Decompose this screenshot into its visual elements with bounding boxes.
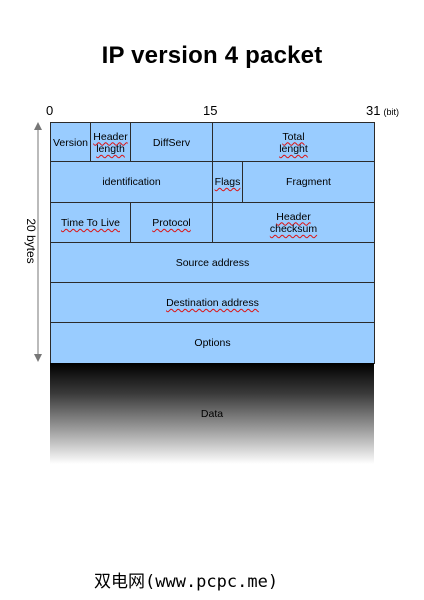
bit-label-end: 31 xyxy=(366,103,381,118)
bit-label-middle: 15 xyxy=(203,103,218,118)
diagram-title: IP version 4 packet xyxy=(101,42,323,69)
field-total-length: Total lenght xyxy=(212,122,375,164)
field-destination-address-label: Destination address xyxy=(166,296,259,309)
field-diffserv-label: DiffServ xyxy=(152,136,191,149)
field-source-address: Source address xyxy=(50,242,375,284)
field-options: Options xyxy=(50,322,375,364)
field-identification: identification xyxy=(50,161,213,203)
field-destination-address: Destination address xyxy=(50,282,375,324)
field-time-to-live-label: Time To Live xyxy=(61,216,120,229)
field-options-label: Options xyxy=(194,336,231,349)
field-version: Version xyxy=(50,122,91,164)
field-header-checksum-label: Header checksum xyxy=(269,210,318,236)
field-flags-label: Flags xyxy=(214,175,241,188)
field-version-label: Version xyxy=(52,136,89,149)
field-header-checksum: Header checksum xyxy=(212,202,375,244)
field-header-length: Header length xyxy=(90,122,131,164)
field-header-length-label: Header length xyxy=(93,130,128,156)
field-protocol: Protocol xyxy=(130,202,213,244)
field-diffserv: DiffServ xyxy=(130,122,213,164)
field-flags: Flags xyxy=(212,161,243,203)
bit-label-start: 0 xyxy=(46,103,54,118)
field-fragment: Fragment xyxy=(242,161,375,203)
bit-label-end-group: 31(bit) xyxy=(366,103,399,118)
size-arrow xyxy=(34,122,42,362)
watermark-text: 双电网(www.pcpc.me) xyxy=(94,572,279,592)
field-fragment-label: Fragment xyxy=(286,175,331,188)
field-protocol-label: Protocol xyxy=(152,216,191,229)
data-payload-block: Data xyxy=(50,363,374,464)
data-payload-label: Data xyxy=(200,407,224,420)
size-label: 20 bytes xyxy=(24,218,38,264)
field-time-to-live: Time To Live xyxy=(50,202,131,244)
field-total-length-label: Total lenght xyxy=(279,130,308,156)
bit-unit-label: (bit) xyxy=(383,107,399,117)
field-source-address-label: Source address xyxy=(175,256,250,269)
field-identification-label: identification xyxy=(102,175,161,188)
